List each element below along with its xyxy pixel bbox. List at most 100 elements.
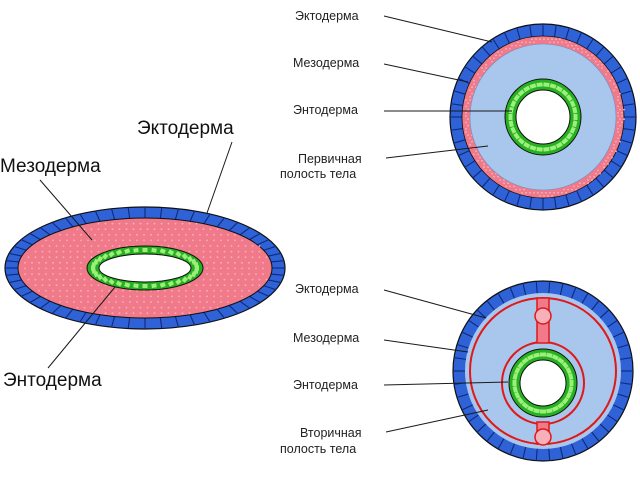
ectoderm-cell-line — [453, 139, 466, 144]
ectoderm-cell-line — [249, 295, 261, 304]
endoderm-cell — [565, 391, 572, 399]
bottom-gut-cavity — [519, 359, 567, 407]
mesoderm-dot — [241, 261, 243, 264]
ectoderm-cell-line — [127, 317, 131, 329]
mesoderm-dot — [469, 95, 471, 98]
mesoderm-dot — [132, 312, 135, 315]
endoderm-cell — [568, 373, 574, 381]
endoderm-cell — [565, 132, 573, 140]
mesoderm-dot — [199, 239, 201, 242]
mesoderm-dot — [227, 289, 229, 292]
endoderm-cell — [517, 361, 525, 369]
mesoderm-dot — [171, 289, 173, 292]
endoderm-cell — [151, 283, 157, 289]
ectoderm-cell-line — [516, 27, 521, 40]
mesoderm-dot — [34, 256, 37, 259]
mesoderm-dot — [216, 228, 219, 231]
mesoderm-dot — [76, 256, 79, 259]
mesoderm-dot — [599, 172, 601, 175]
mesoderm-dot — [521, 41, 523, 44]
mesoderm-dot — [515, 188, 517, 191]
mesoderm-dot — [171, 301, 173, 303]
mesoderm-dot — [185, 239, 187, 242]
mesoderm-dot — [230, 250, 233, 253]
ectoderm-cell-line — [591, 300, 600, 311]
mesoderm-dot — [41, 284, 44, 287]
mesoderm-dot — [573, 185, 575, 188]
mesoderm-dot — [48, 284, 51, 287]
mesoderm-dot — [557, 191, 559, 194]
mesoderm-dot — [467, 108, 469, 111]
mesoderm-dot — [90, 256, 93, 259]
mesoderm-dot — [157, 301, 159, 303]
mesoderm-dot — [150, 301, 152, 303]
mesoderm-dot — [469, 143, 471, 146]
mesoderm-dot — [97, 222, 100, 225]
ectoderm-cell-line — [599, 309, 610, 319]
mesoderm-dot — [209, 306, 212, 309]
mesoderm-dot — [213, 239, 215, 242]
mesoderm-dot — [483, 166, 485, 169]
mesoderm-dot — [591, 179, 593, 181]
endoderm-cell — [549, 145, 557, 151]
mesoderm-dot — [595, 60, 597, 63]
bottom-label-ectoderm: Эктодерма — [295, 282, 359, 296]
mesoderm-dot — [171, 233, 173, 236]
mesoderm-dot — [185, 289, 187, 292]
mesoderm-dot — [157, 239, 159, 242]
mesoderm-dot — [125, 306, 128, 309]
mesoderm-dot — [533, 191, 535, 194]
endoderm-cell — [561, 89, 569, 97]
mesoderm-dot — [465, 105, 467, 108]
mesoderm-dot — [607, 70, 609, 73]
mesoderm-dot — [565, 41, 567, 44]
bottom-leader-cavity — [385, 409, 489, 433]
mesoderm-dot — [83, 278, 86, 281]
mesoderm-dot — [213, 301, 215, 303]
mesoderm-dot — [66, 289, 68, 292]
mesoderm-dot — [132, 228, 135, 231]
mesoderm-dot — [587, 182, 589, 185]
mesoderm-dot — [617, 121, 619, 124]
endoderm-cell — [561, 137, 569, 145]
ectoderm-cell-line — [257, 239, 270, 246]
mesoderm-dot — [129, 233, 131, 236]
endoderm-cell — [545, 408, 553, 414]
ectoderm-cell-line — [481, 46, 491, 57]
endoderm-cell — [536, 147, 543, 152]
mesoderm-dot — [471, 92, 473, 95]
endoderm-cell — [108, 251, 115, 258]
endoderm-cell — [159, 248, 166, 254]
ectoderm-cell-line — [535, 281, 538, 294]
endoderm-cell — [115, 249, 123, 256]
ectoderm-cell-line — [559, 283, 564, 296]
bottom-leader-ectoderm — [383, 289, 487, 319]
mesoderm-dot — [619, 118, 621, 121]
mesoderm-dot — [241, 289, 243, 292]
ectoderm-cell-line — [189, 314, 196, 326]
mesoderm-dot — [157, 295, 159, 298]
mesoderm-dot — [603, 166, 605, 169]
mesoderm-dot — [505, 47, 507, 50]
ectoderm-cell-line — [263, 245, 277, 251]
mesoderm-dot — [41, 245, 44, 247]
mesoderm-dot — [557, 41, 559, 44]
mesoderm-dot — [52, 289, 54, 292]
mesoderm-dot — [493, 57, 495, 60]
mesoderm-dot — [230, 245, 233, 247]
endoderm-cell — [175, 251, 182, 258]
left-label-mesoderm: Мезодерма — [0, 156, 101, 177]
mesoderm-dot — [59, 267, 61, 270]
mesoderm-dot — [206, 267, 208, 270]
mesoderm-dot — [617, 137, 619, 140]
mesoderm-dot — [94, 233, 96, 236]
ectoderm-cell-line — [468, 319, 479, 328]
ectoderm-cell-line — [610, 160, 622, 168]
endoderm-cell — [540, 409, 546, 414]
mesoderm-dot — [164, 239, 166, 242]
mesoderm-dot — [108, 289, 110, 292]
endoderm-cell — [102, 276, 109, 283]
endoderm-cell — [529, 83, 537, 89]
mesoderm-dot — [234, 239, 236, 242]
endoderm-cell — [142, 284, 148, 288]
